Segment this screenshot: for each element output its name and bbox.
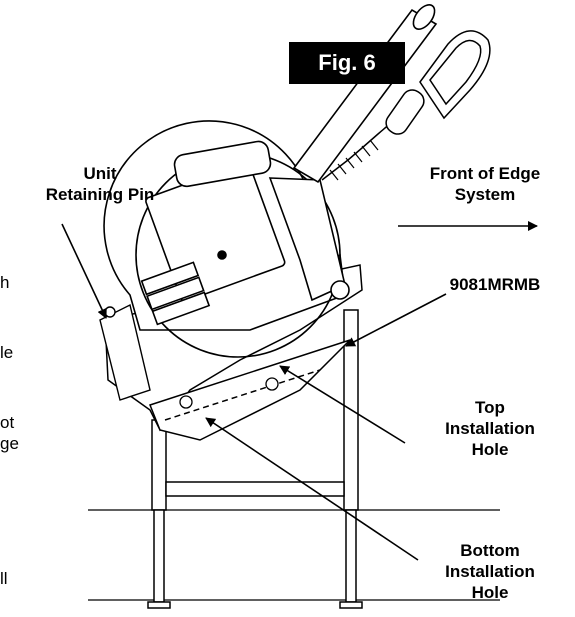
leader-arrows (61, 221, 538, 561)
arrow-9081MRMB (345, 293, 447, 347)
front-of-edge-system-label: Front of Edge System (429, 164, 541, 204)
bottom-installation-hole-label: Bottom Installation Hole (445, 541, 535, 602)
bottom-installation-hole-marker (179, 395, 193, 409)
unit-retaining-pin-label: Unit Retaining Pin (45, 164, 155, 204)
retaining-pin-bracket (99, 303, 151, 401)
figure-label: Fig. 6 (289, 42, 405, 84)
installation-holes (179, 377, 279, 409)
arrow-unit-retaining-pin (61, 223, 107, 319)
model-label: 9081MRMB (449, 275, 541, 294)
cutoff-text-1: h (0, 273, 10, 292)
cable-and-hook (321, 30, 491, 181)
arrow-bottom-installation-hole (205, 417, 419, 561)
cutoff-text-4: ge (0, 434, 19, 453)
cutoff-text-3: ot (0, 413, 15, 432)
unit-housing (103, 120, 350, 358)
cutoff-text-2: le (0, 343, 14, 362)
top-installation-hole-label: Top Installation Hole (445, 398, 535, 459)
arrow-top-installation-hole (279, 365, 406, 444)
top-installation-hole-marker (265, 377, 279, 391)
cutoff-text-5: ll (0, 569, 8, 588)
